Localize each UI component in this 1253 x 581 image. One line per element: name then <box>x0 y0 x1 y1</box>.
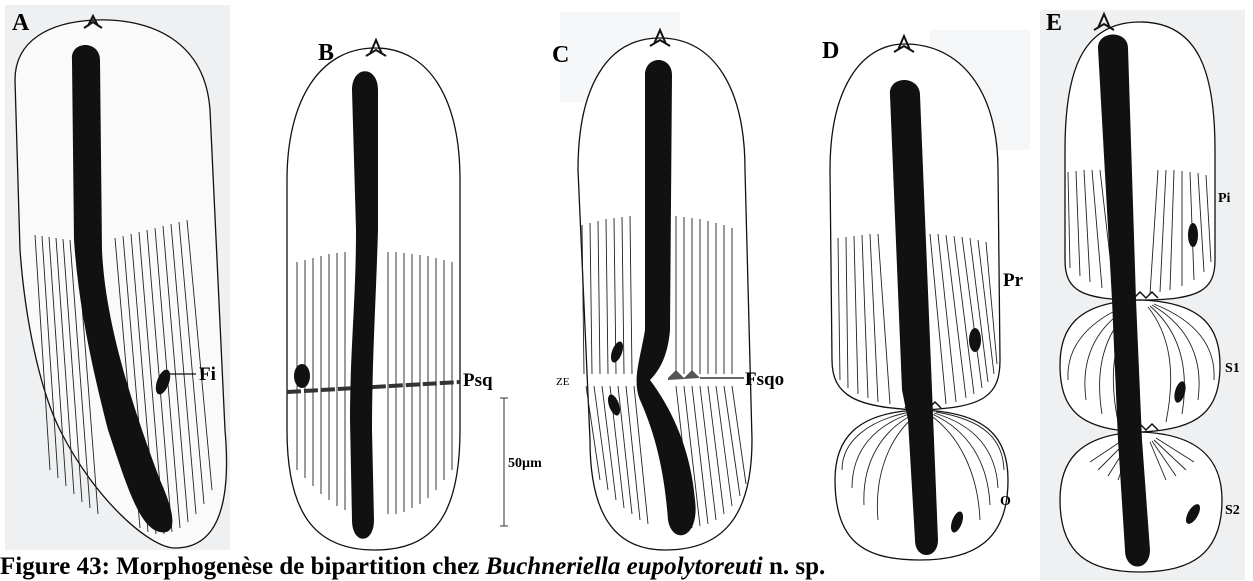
panel-d-letter: D <box>822 38 839 64</box>
label-s1: S1 <box>1225 361 1240 376</box>
panel-a-letter: A <box>12 10 30 36</box>
panel-b: B Psq <box>287 40 493 550</box>
scale-bar: 50µm <box>500 398 542 526</box>
label-o: O <box>1000 494 1011 509</box>
label-psq: Psq <box>463 370 493 391</box>
micronucleus-b <box>294 364 310 388</box>
caption-suffix: n. sp. <box>763 553 826 580</box>
panel-c: C ZE Fsqo <box>552 30 784 550</box>
label-fi: Fi <box>199 364 216 385</box>
figure-caption: Figure 43: Morphogenèse de bipartition c… <box>0 553 825 581</box>
label-s2: S2 <box>1225 503 1240 518</box>
label-fsqo: Fsqo <box>745 369 784 390</box>
label-pi: Pi <box>1218 191 1231 206</box>
micronucleus-e1 <box>1188 223 1198 247</box>
caption-species: Buchneriella eupolytoreuti <box>486 553 763 580</box>
cell-outline-e-top <box>1065 22 1215 300</box>
scale-bar-label: 50µm <box>508 456 542 471</box>
caption-prefix: Figure 43: Morphogenèse de bipartition c… <box>0 553 486 580</box>
micronucleus-d1 <box>969 328 981 352</box>
label-ze: ZE <box>556 376 570 388</box>
label-pr: Pr <box>1003 270 1024 291</box>
panel-e-letter: E <box>1046 10 1062 36</box>
panel-c-letter: C <box>552 42 569 68</box>
